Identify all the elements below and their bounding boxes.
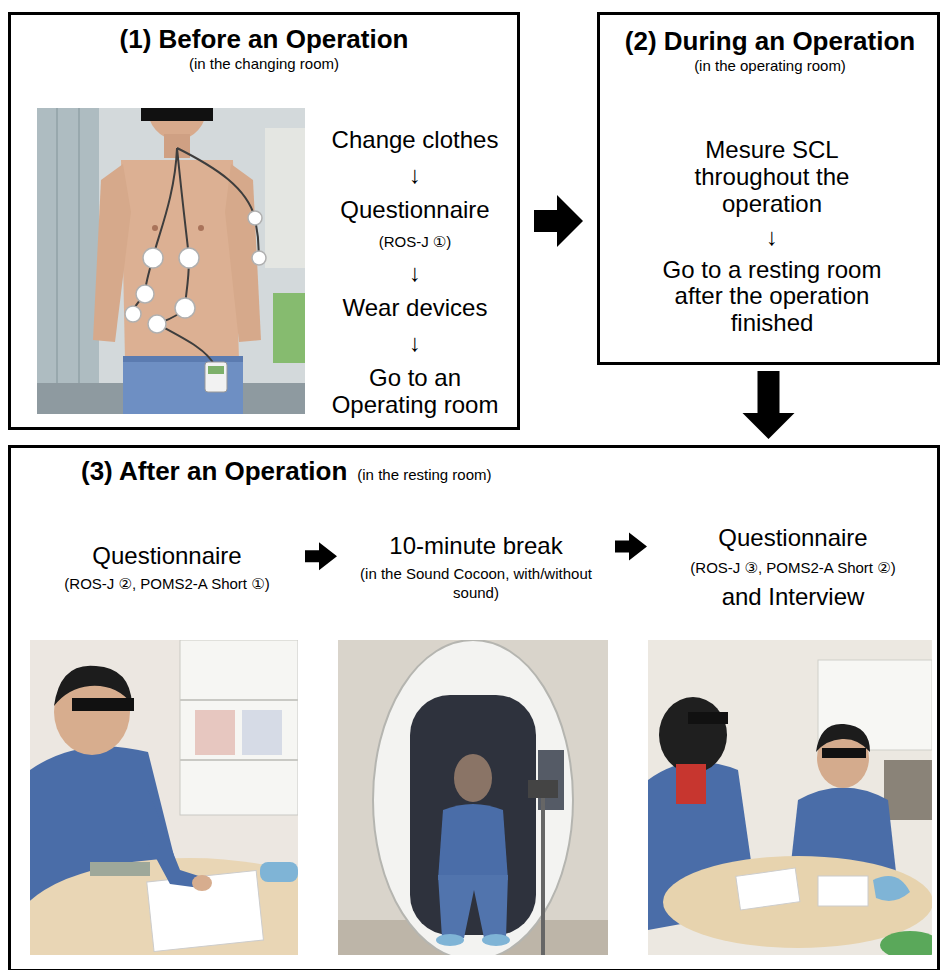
step-text: ↓ bbox=[315, 330, 515, 357]
text-group: Mesure SCL throughout the operation ↓ Go t… bbox=[650, 137, 894, 337]
photo-questionnaire bbox=[30, 640, 298, 955]
stage-title: (3) After an Operation bbox=[81, 457, 347, 486]
text-group: (1) Before an Operation(in the changing … bbox=[11, 25, 517, 73]
step-panel: 10-minute break (in the Sound Cocoon, wit… bbox=[341, 498, 611, 964]
text-group: (2) During an Operation(in the operating… bbox=[620, 27, 920, 75]
step-text: Go to an Operating room bbox=[315, 365, 515, 419]
photo-electrodes bbox=[37, 108, 305, 414]
step-text: Change clothes bbox=[315, 127, 515, 154]
stage-title: (2) During an Operation bbox=[620, 27, 920, 56]
step-text: Mesure SCL throughout the operation bbox=[650, 137, 894, 218]
step-text: Wear devices bbox=[315, 295, 515, 322]
stage-box: (1) Before an Operation(in the changing … bbox=[8, 12, 520, 430]
step-text: and Interview bbox=[651, 584, 935, 611]
text-group: 10-minute break (in the Sound Cocoon, wit… bbox=[341, 498, 611, 638]
stage-box: (2) During an Operation(in the operating… bbox=[597, 12, 940, 365]
note-text: (in the operating room) bbox=[620, 56, 920, 76]
note-text: (in the resting room) bbox=[357, 465, 491, 485]
photo-sound-cocoon bbox=[338, 640, 608, 955]
note-text: (in the Sound Cocoon, with/without sound… bbox=[341, 564, 611, 603]
step-text: ↓ bbox=[315, 260, 515, 287]
note-text: (in the changing room) bbox=[11, 54, 517, 74]
text-group: Questionnaire (ROS-J ③, POMS2-A Short ②) a… bbox=[651, 498, 935, 638]
flow-arrow bbox=[743, 371, 795, 439]
stage-box: (3) After an Operation (in the resting ro… bbox=[8, 445, 940, 970]
text-group: Change clothes ↓ Questionnaire (ROS-J ①) ↓ We… bbox=[315, 127, 515, 419]
step-panel: Questionnaire (ROS-J ②, POMS2-A Short ①) bbox=[33, 498, 301, 964]
photo-interview bbox=[648, 640, 932, 955]
step-text: Questionnaire bbox=[651, 525, 935, 552]
text-group: Questionnaire (ROS-J ②, POMS2-A Short ①) bbox=[33, 498, 301, 638]
step-text: 10-minute break bbox=[341, 533, 611, 560]
step-text: ↓ bbox=[315, 162, 515, 189]
note-text: (ROS-J ②, POMS2-A Short ①) bbox=[33, 574, 301, 594]
step-panel: Questionnaire (ROS-J ③, POMS2-A Short ②) a… bbox=[651, 498, 935, 964]
note-text: (ROS-J ①) bbox=[315, 232, 515, 252]
step-text: Questionnaire bbox=[33, 543, 301, 570]
flow-arrow bbox=[305, 542, 337, 570]
text-group: (3) After an Operation (in the resting ro… bbox=[81, 457, 492, 486]
note-text: (ROS-J ③, POMS2-A Short ②) bbox=[651, 558, 935, 578]
flow-arrow bbox=[534, 195, 583, 247]
step-text: Go to a resting room after the operation… bbox=[650, 257, 894, 338]
step-text: ↓ bbox=[650, 224, 894, 251]
step-text: Questionnaire bbox=[315, 197, 515, 224]
flow-arrow bbox=[615, 533, 647, 561]
stage-title: (1) Before an Operation bbox=[11, 25, 517, 54]
